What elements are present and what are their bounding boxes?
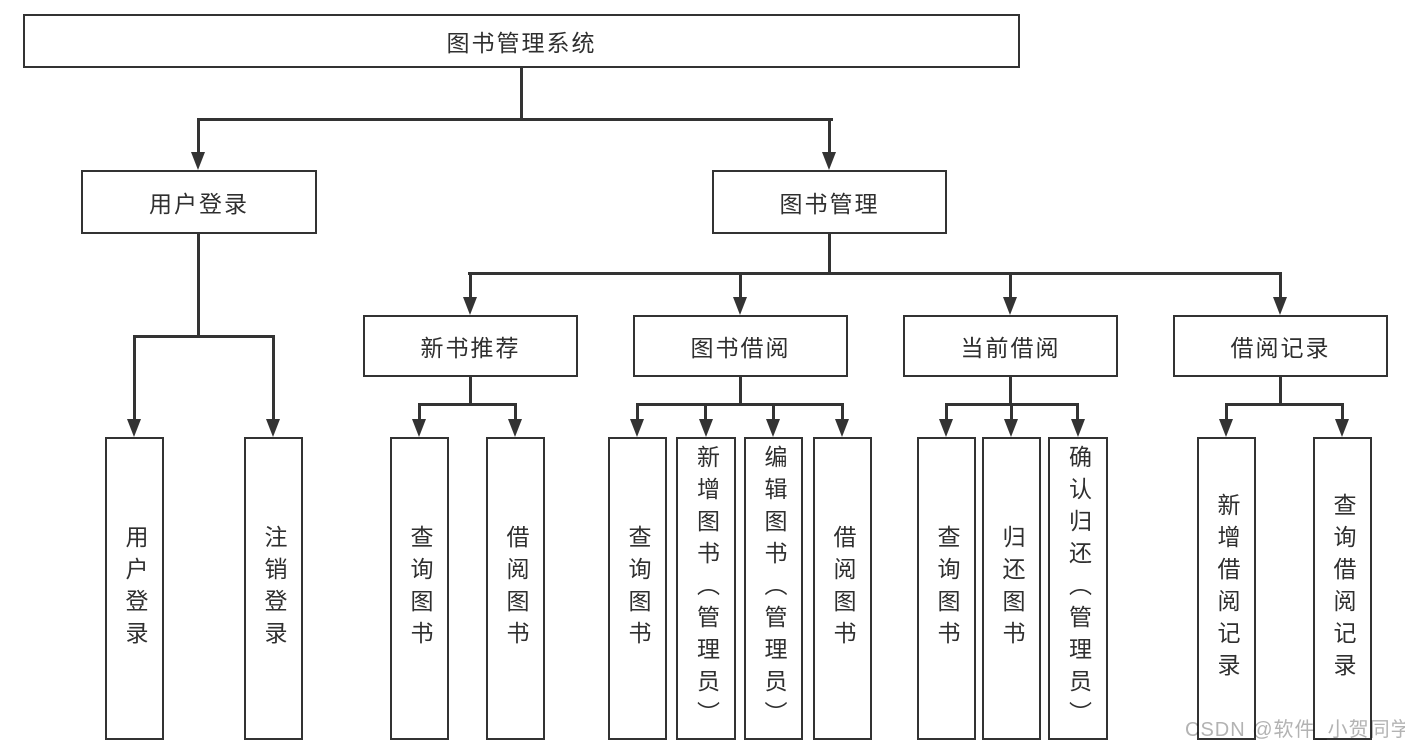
connector-line — [1010, 403, 1013, 419]
leaf-query-books-recommend-label: 查询图书 — [407, 524, 433, 653]
connector-line — [469, 375, 472, 406]
arrowhead-down — [766, 419, 780, 437]
leaf-borrow-books-recommend-label: 借阅图书 — [503, 524, 529, 653]
connector-line — [841, 403, 844, 419]
connector-line — [468, 272, 1282, 275]
leaf-query-books-recommend: 查询图书 — [390, 437, 449, 740]
connector-line — [418, 403, 421, 419]
leaf-add-books-admin: 新增图书（管理员） — [676, 437, 736, 740]
node-current-borrow-label: 当前借阅 — [960, 335, 1061, 361]
leaf-edit-books-admin-label: 编辑图书（管理员） — [761, 444, 787, 733]
arrowhead-down — [266, 419, 280, 437]
leaf-user-login: 用户登录 — [105, 437, 164, 740]
arrowhead-down — [939, 419, 953, 437]
connector-line — [1225, 403, 1344, 406]
arrowhead-down — [1219, 419, 1233, 437]
node-new-book-recommend-label: 新书推荐 — [420, 335, 521, 361]
leaf-return-books: 归还图书 — [982, 437, 1041, 740]
arrowhead-down — [1335, 419, 1349, 437]
arrowhead-down — [191, 152, 205, 170]
connector-line — [197, 232, 200, 337]
leaf-add-borrow-record: 新增借阅记录 — [1197, 437, 1256, 740]
node-current-borrow: 当前借阅 — [903, 315, 1118, 377]
leaf-return-books-label: 归还图书 — [999, 524, 1025, 653]
connector-line — [197, 118, 200, 152]
arrowhead-down — [1003, 297, 1017, 315]
leaf-user-login-label: 用户登录 — [122, 524, 148, 653]
node-book-borrow: 图书借阅 — [633, 315, 848, 377]
connector-line — [828, 118, 831, 152]
node-user-login-label: 用户登录 — [149, 191, 249, 217]
node-borrow-record: 借阅记录 — [1173, 315, 1388, 377]
connector-line — [1009, 375, 1012, 406]
arrowhead-down — [1071, 419, 1085, 437]
csdn-watermark: CSDN @软件_小贺同学 — [1185, 719, 1405, 741]
arrowhead-down — [508, 419, 522, 437]
connector-line — [772, 403, 775, 419]
node-borrow-record-label: 借阅记录 — [1230, 335, 1331, 361]
leaf-query-borrow-record-label: 查询借阅记录 — [1330, 492, 1356, 685]
leaf-confirm-return-admin-label: 确认归还（管理员） — [1065, 444, 1092, 733]
leaf-query-books-borrow: 查询图书 — [608, 437, 667, 740]
leaf-logout: 注销登录 — [244, 437, 303, 740]
leaf-borrow-books: 借阅图书 — [813, 437, 872, 740]
arrowhead-down — [1273, 297, 1287, 315]
connector-line — [418, 403, 517, 406]
leaf-confirm-return-admin: 确认归还（管理员） — [1048, 437, 1108, 740]
leaf-query-borrow-record: 查询借阅记录 — [1313, 437, 1372, 740]
connector-line — [1009, 272, 1012, 297]
node-book-borrow-label: 图书借阅 — [690, 335, 791, 361]
leaf-logout-label: 注销登录 — [261, 524, 287, 653]
leaf-query-books-current: 查询图书 — [917, 437, 976, 740]
connector-line — [514, 403, 517, 419]
leaf-edit-books-admin: 编辑图书（管理员） — [744, 437, 803, 740]
arrowhead-down — [733, 297, 747, 315]
connector-line — [133, 335, 275, 338]
connector-line — [828, 232, 831, 275]
connector-line — [1076, 403, 1079, 419]
leaf-borrow-books-label: 借阅图书 — [830, 524, 856, 653]
node-user-login: 用户登录 — [81, 170, 317, 234]
arrowhead-down — [835, 419, 849, 437]
arrowhead-down — [412, 419, 426, 437]
connector-line — [704, 403, 707, 419]
leaf-borrow-books-recommend: 借阅图书 — [486, 437, 545, 740]
arrowhead-down — [127, 419, 141, 437]
arrowhead-down — [463, 297, 477, 315]
leaf-query-books-borrow-label: 查询图书 — [625, 524, 651, 653]
connector-line — [272, 335, 275, 419]
leaf-add-books-admin-label: 新增图书（管理员） — [693, 444, 720, 733]
arrowhead-down — [630, 419, 644, 437]
node-root-label: 图书管理系统 — [446, 30, 597, 56]
connector-line — [1279, 272, 1282, 297]
connector-line — [1225, 403, 1228, 419]
connector-line — [133, 335, 136, 419]
connector-line — [469, 272, 472, 297]
node-book-management-label: 图书管理 — [779, 191, 880, 217]
arrowhead-down — [822, 152, 836, 170]
connector-line — [520, 66, 523, 120]
node-book-management: 图书管理 — [712, 170, 947, 234]
connector-line — [945, 403, 948, 419]
arrowhead-down — [699, 419, 713, 437]
node-root: 图书管理系统 — [23, 14, 1020, 68]
connector-line — [739, 272, 742, 297]
connector-line — [739, 375, 742, 406]
connector-line — [1279, 375, 1282, 406]
connector-line — [636, 403, 639, 419]
connector-line — [636, 403, 844, 406]
connector-line — [1341, 403, 1344, 419]
leaf-add-borrow-record-label: 新增借阅记录 — [1214, 492, 1240, 685]
node-new-book-recommend: 新书推荐 — [363, 315, 578, 377]
leaf-query-books-current-label: 查询图书 — [934, 524, 960, 653]
arrowhead-down — [1004, 419, 1018, 437]
connector-line — [197, 118, 833, 121]
